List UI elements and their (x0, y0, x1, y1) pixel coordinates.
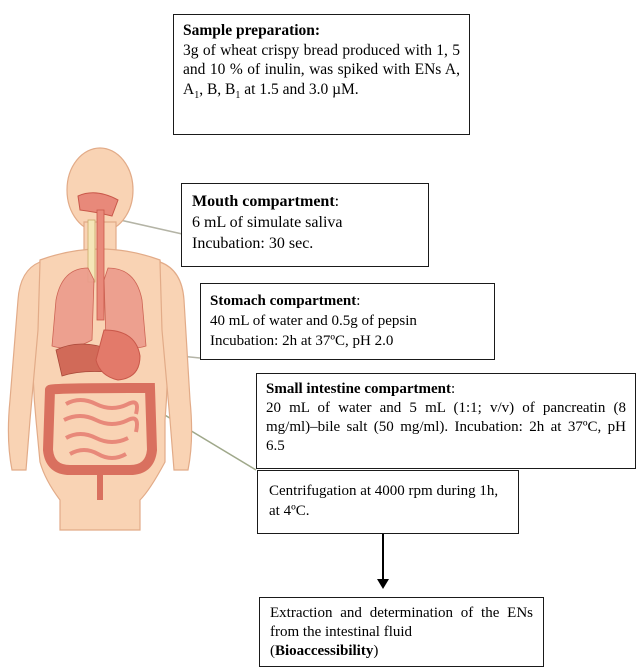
sample-preparation-title: Sample preparation: (183, 21, 460, 41)
stomach-line-2: Incubation: 2h at 37ºC, pH 2.0 (210, 331, 485, 351)
mouth-compartment-title: Mouth compartment (192, 193, 335, 210)
stomach-compartment-box: Stomach compartment: 40 mL of water and … (200, 283, 495, 360)
esophagus (97, 210, 104, 320)
extraction-box: Extraction and determination of the ENs … (259, 597, 544, 667)
sample-preparation-box: Sample preparation: 3g of wheat crispy b… (173, 14, 470, 135)
flow-arrow-2 (377, 533, 389, 589)
small-intestine-compartment-box: Small intestine compartment: 20 mL of wa… (256, 373, 636, 469)
sample-preparation-text: 3g of wheat crispy bread produced with 1… (183, 42, 460, 98)
mouth-line-2: Incubation: 30 sec. (192, 233, 418, 254)
small-intestine-compartment-title: Small intestine compartment (266, 381, 451, 397)
small-intestine-text: 20 mL of water and 5 mL (1:1; v/v) of pa… (266, 400, 626, 454)
mouth-line-1: 6 mL of simulate saliva (192, 212, 418, 233)
bioaccessibility-label: Bioaccessibility (275, 643, 373, 659)
centrifugation-box: Centrifugation at 4000 rpm during 1h, at… (257, 470, 519, 534)
centrifugation-text: Centrifugation at 4000 rpm during 1h, at… (269, 483, 498, 519)
stomach-compartment-title: Stomach compartment (210, 293, 356, 309)
mouth-compartment-box: Mouth compartment: 6 mL of simulate sali… (181, 183, 429, 267)
stomach-line-1: 40 mL of water and 0.5g of pepsin (210, 311, 485, 331)
extraction-text: Extraction and determination of the ENs … (270, 605, 533, 640)
